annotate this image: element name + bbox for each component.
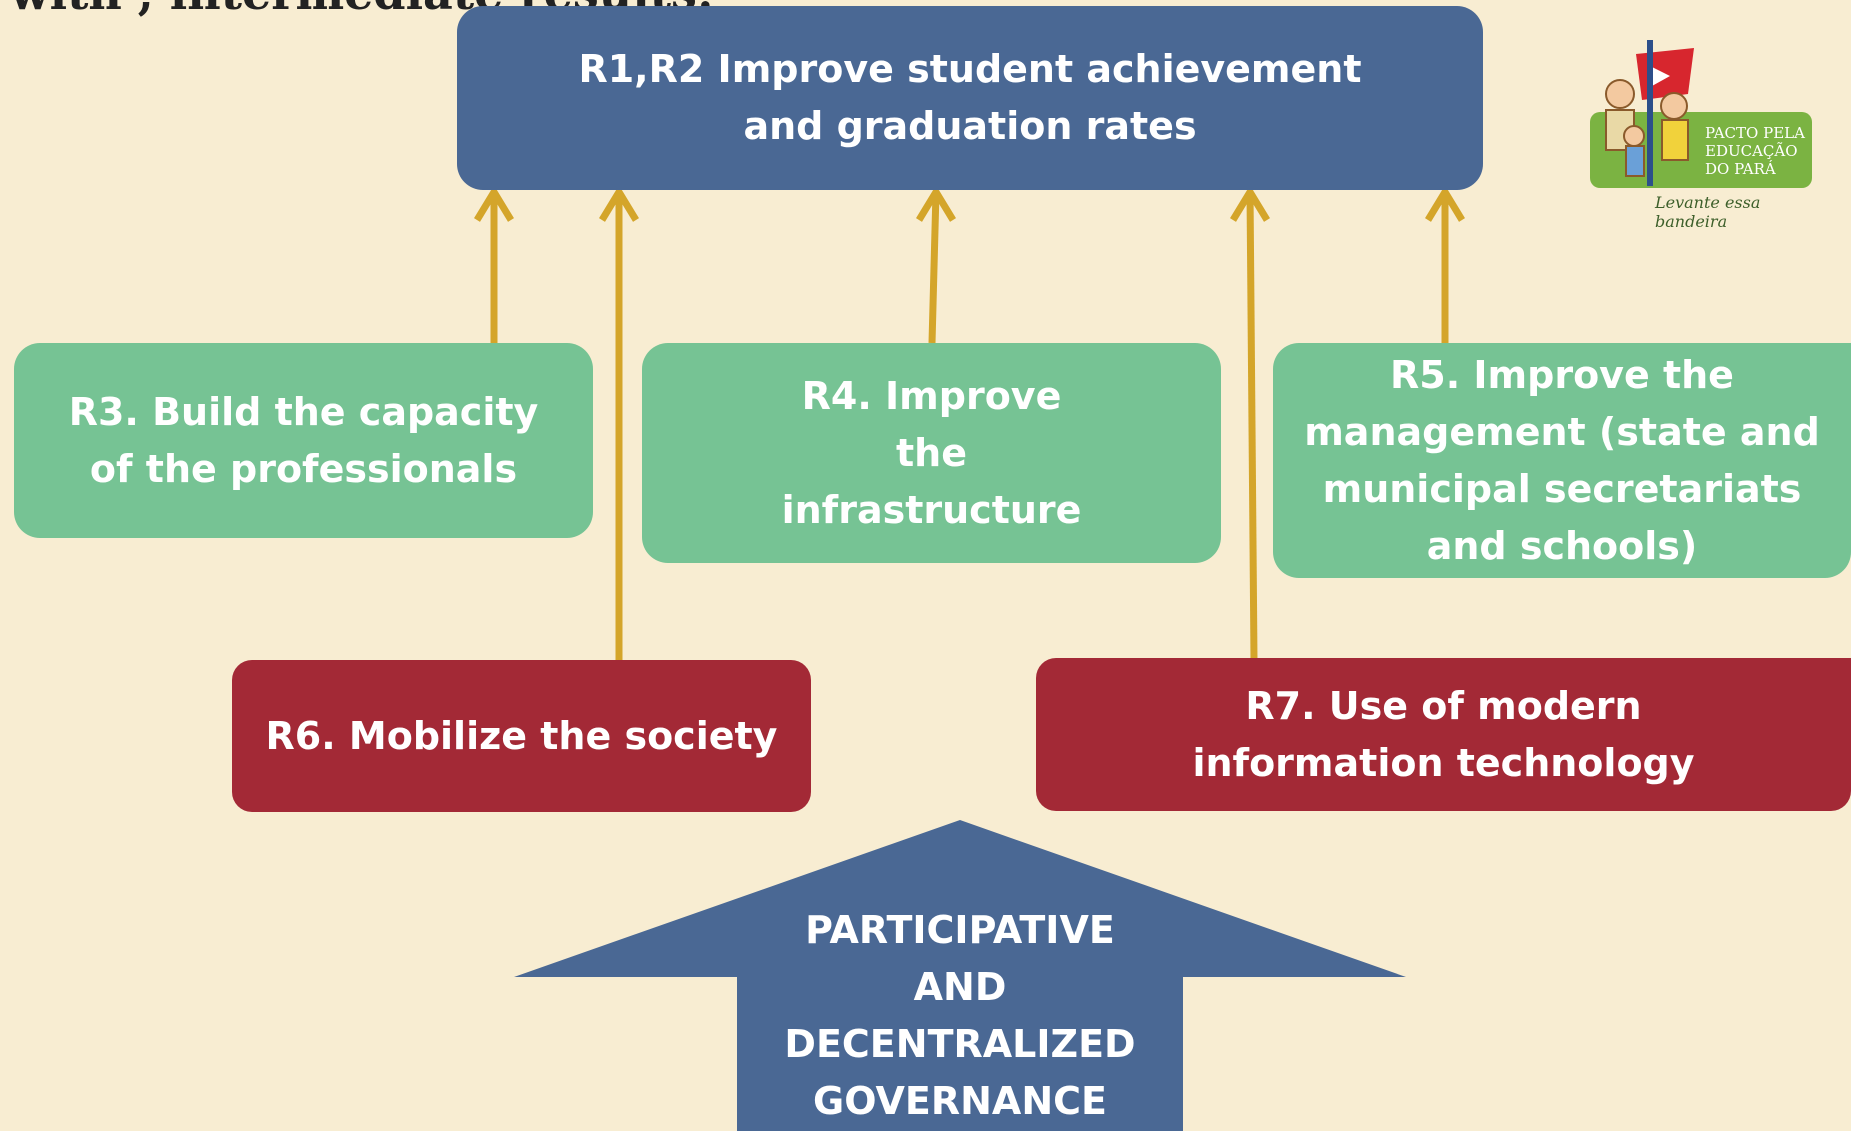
result-r6-label: R6. Mobilize the society: [265, 713, 778, 758]
arrow-up-icon: [599, 185, 639, 660]
governance-line: PARTICIPATIVE: [805, 908, 1115, 952]
result-r4-box: R4. Improve the infrastructure: [642, 343, 1221, 563]
result-r3-box: R3. Build the capacity of the profession…: [14, 343, 593, 538]
logo-line: DO PARÁ: [1705, 160, 1776, 178]
governance-line: GOVERNANCE: [813, 1079, 1107, 1123]
result-r3-label: R3. Build the capacity of the profession…: [68, 389, 539, 491]
logo-line: EDUCAÇÃO: [1705, 142, 1798, 160]
arrow-up-icon: [1230, 185, 1270, 661]
governance-line: AND: [913, 965, 1007, 1009]
logo-tagline: Levante essa bandeira: [1655, 193, 1761, 231]
result-r1-r2-box: R1,R2 Improve student achievement and gr…: [457, 6, 1483, 190]
logo-text: PACTO PELA EDUCAÇÃO DO PARÁ: [1705, 124, 1815, 178]
pacto-logo-icon: [1590, 40, 1812, 188]
arrow-up-icon: [1425, 185, 1465, 343]
result-r1-r2-label: R1,R2 Improve student achievement and gr…: [578, 47, 1362, 148]
result-r4-label: R4. Improve the infrastructure: [781, 373, 1082, 532]
result-r5-label: R5. Improve the management (state and mu…: [1304, 352, 1820, 568]
governance-label: PARTICIPATIVE AND DECENTRALIZED GOVERNAN…: [737, 902, 1183, 1130]
result-r7-box: R7. Use of modern information technology: [1036, 658, 1851, 811]
logo-line: PACTO PELA: [1705, 124, 1805, 142]
arrow-up-icon: [474, 185, 514, 343]
result-r7-label: R7. Use of modern information technology: [1192, 683, 1695, 785]
result-r5-box: R5. Improve the management (state and mu…: [1273, 343, 1851, 578]
governance-line: DECENTRALIZED: [784, 1022, 1136, 1066]
result-r6-box: R6. Mobilize the society: [232, 660, 811, 812]
arrow-up-icon: [916, 185, 956, 344]
